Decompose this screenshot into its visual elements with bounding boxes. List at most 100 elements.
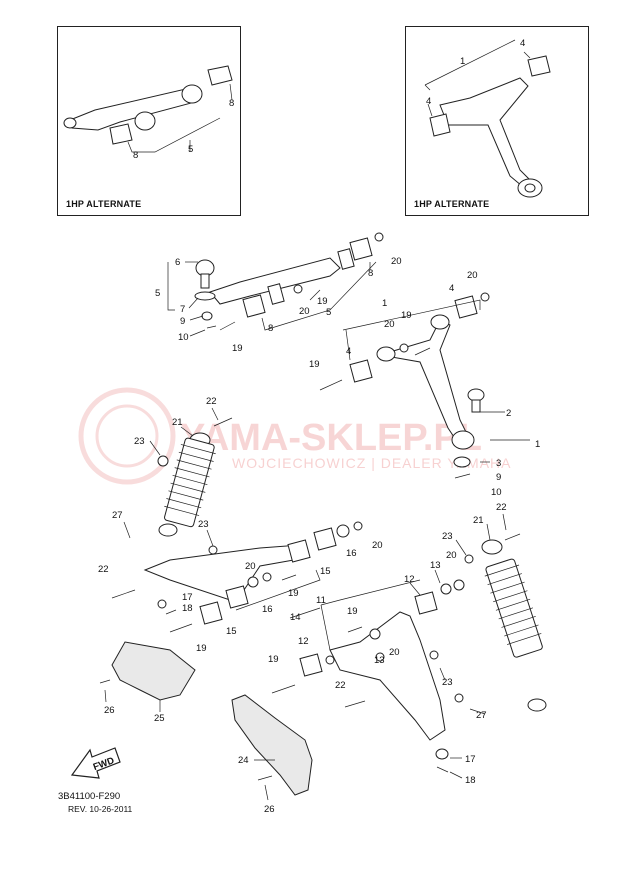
bushing-15-b — [199, 601, 223, 625]
callout-19-b: 19 — [317, 296, 328, 307]
revision-date: REV. 10-26-2011 — [68, 804, 133, 814]
callout-11: 11 — [316, 595, 326, 606]
callout-20-top-d: 20 — [467, 270, 478, 281]
bushing-8-left-b — [109, 123, 133, 145]
callout-19-right-b: 19 — [268, 654, 279, 665]
upper-arm-left-assembly — [167, 232, 384, 337]
callout-22-right-b: 22 — [335, 680, 346, 691]
bushing-4-right-b — [527, 55, 551, 77]
reference-code: 3B41100-F290 — [58, 791, 121, 802]
washer-13-a — [440, 583, 452, 595]
callout-23-left: 23 — [198, 519, 209, 530]
callout-24: 24 — [238, 755, 249, 766]
fwd-arrow-icon: FWD — [70, 747, 121, 779]
callout-18-right: 18 — [465, 775, 476, 786]
upper-arm-right-assembly — [319, 292, 530, 479]
front-guard-left — [111, 641, 196, 701]
bushing-12-b — [299, 653, 323, 677]
callout-6: 6 — [175, 257, 180, 268]
callout-8-left-a: 8 — [229, 98, 234, 109]
callout-5-left: 5 — [188, 144, 193, 155]
callout-19-c: 19 — [401, 310, 412, 321]
callout-10: 10 — [178, 332, 189, 343]
callout-23-right: 23 — [442, 531, 453, 542]
callout-13-right-b: 13 — [374, 655, 385, 666]
callout-15-b: 15 — [226, 626, 237, 637]
callout-22-shock: 22 — [206, 396, 217, 407]
inset-right-caption: 1HP ALTERNATE — [414, 199, 490, 209]
callout-1-top: 1 — [382, 298, 387, 309]
washer-13-b — [369, 628, 381, 640]
washer-16-b — [247, 576, 259, 588]
callout-20-top-c: 20 — [384, 319, 395, 330]
callout-21-right: 21 — [473, 515, 484, 526]
callout-9-b: 9 — [496, 472, 501, 483]
callout-3: 3 — [496, 458, 501, 469]
inset-left-arm — [63, 65, 233, 153]
callout-22-right: 22 — [496, 502, 507, 513]
washer-7 — [194, 291, 216, 301]
callout-19-left-b: 19 — [196, 643, 207, 654]
callout-15-a: 15 — [320, 566, 331, 577]
watermark-subtitle: WOJCIECHOWICZ | DEALER YAMAHA — [232, 455, 511, 471]
callout-22-left: 22 — [98, 564, 109, 575]
watermark: YAMA-SKLEP.PL WOJCIECHOWICZ | DEALER YAM… — [78, 387, 511, 485]
nut-20-a — [374, 232, 384, 242]
ball-joint-2 — [467, 388, 485, 402]
guard-25 — [99, 641, 196, 712]
callout-27-left: 27 — [112, 510, 123, 521]
callout-19-d: 19 — [309, 359, 320, 370]
washer-9 — [453, 456, 471, 468]
callout-4-top-b: 4 — [449, 283, 454, 294]
callout-20-right: 20 — [446, 550, 457, 561]
callout-23-shock: 23 — [134, 436, 145, 447]
callout-21-shock: 21 — [172, 417, 183, 428]
callout-16-b: 16 — [262, 604, 273, 615]
callout-20-b-a: 20 — [372, 540, 383, 551]
bushing-4-b — [454, 295, 478, 319]
callout-14: 14 — [290, 612, 301, 623]
upper-arm-left — [209, 257, 341, 305]
callout-10-b: 10 — [491, 487, 502, 498]
nut-9 — [201, 311, 213, 321]
callout-1-right: 1 — [460, 56, 465, 67]
callout-19-right: 19 — [347, 606, 358, 617]
washer-16-a — [336, 524, 350, 538]
nut-17-a — [157, 599, 167, 609]
callout-18-left: 18 — [182, 603, 193, 614]
bushing-4-right-a — [429, 113, 451, 137]
reference-block: 3B41100-F290 REV. 10-26-2011 — [58, 790, 132, 816]
lower-arm-right-assembly — [271, 569, 463, 779]
guard-24 — [231, 694, 313, 801]
upper-arm-alt-right — [439, 77, 531, 187]
callout-25: 25 — [154, 713, 165, 724]
front-guard-right — [231, 694, 313, 796]
callout-26-left: 26 — [104, 705, 115, 716]
bushing-4-a — [349, 359, 373, 383]
bushing-8-a — [349, 237, 373, 261]
inset-left-caption: 1HP ALTERNATE — [66, 199, 142, 209]
lower-arm-right — [329, 611, 446, 741]
callout-26-right: 26 — [264, 804, 275, 815]
callout-17-right: 17 — [465, 754, 476, 765]
bushing-15-a — [287, 539, 311, 563]
nut-20-b — [293, 284, 303, 294]
bushing-12-a — [414, 591, 438, 615]
callout-4-top-a: 4 — [346, 346, 351, 357]
callout-5-top: 5 — [155, 288, 160, 299]
callout-17-left: 17 — [182, 592, 193, 603]
watermark-title: YAMA-SKLEP.PL — [180, 417, 482, 459]
callout-2: 2 — [506, 408, 511, 419]
lower-arm-left — [143, 544, 306, 601]
inset-right-arm — [424, 39, 551, 198]
callout-20-right-b: 20 — [389, 647, 400, 658]
callout-13-right: 13 — [430, 560, 441, 571]
callout-27-right: 27 — [476, 710, 487, 721]
callout-23-right-b: 23 — [442, 677, 453, 688]
watermark-logo-icon — [78, 387, 176, 485]
callout-7: 7 — [180, 304, 185, 315]
shock-absorber-right — [429, 513, 547, 715]
callout-8-top-a: 8 — [368, 268, 373, 279]
callout-20-top-a: 20 — [391, 256, 402, 267]
